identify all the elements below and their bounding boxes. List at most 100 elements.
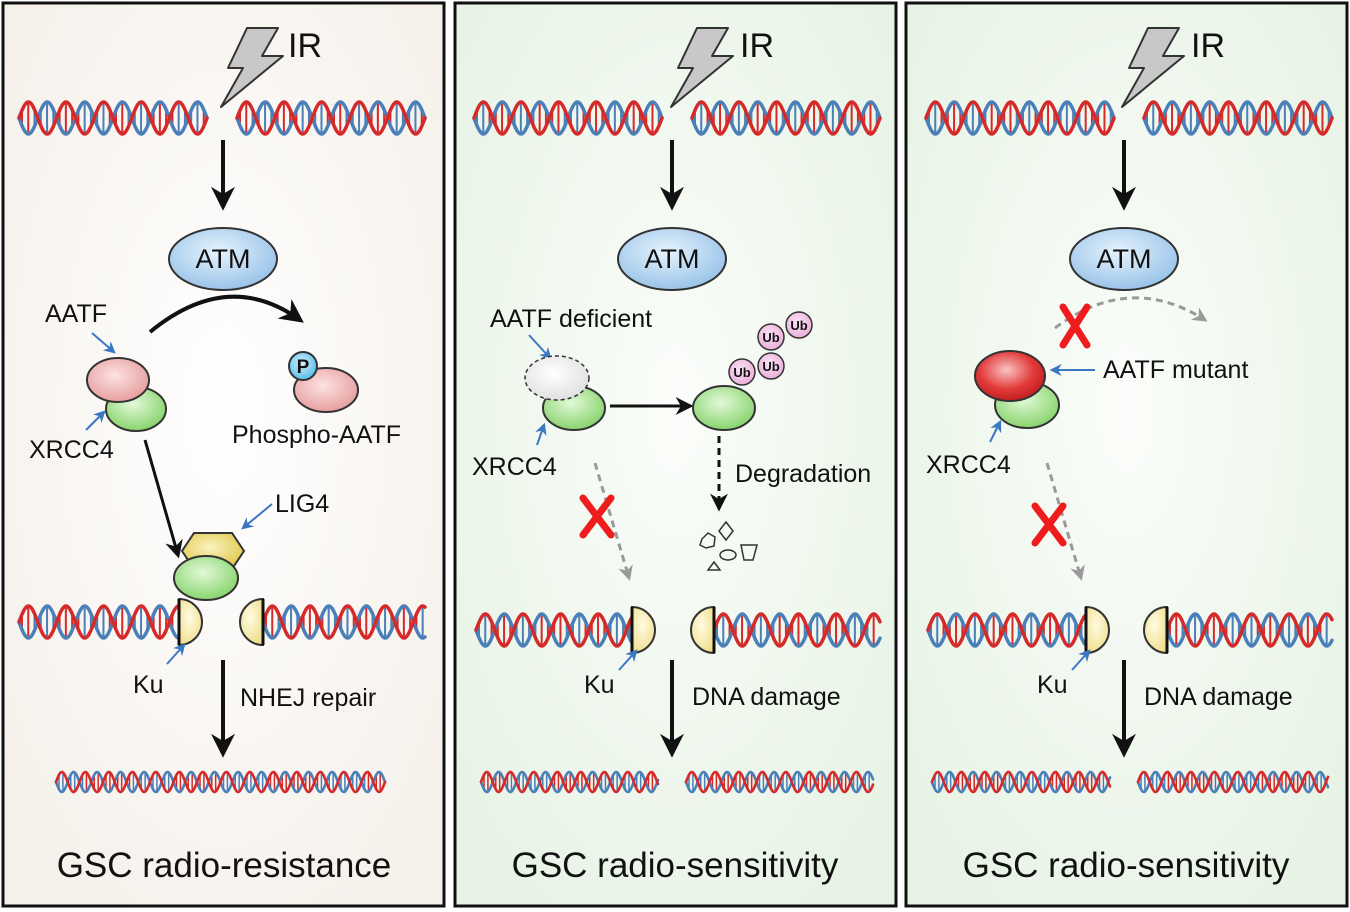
dna-broken-right [690,100,882,136]
dna-strand [472,100,664,136]
panel-aatf-mutant: IR ATM AATF mutant XRCC4 Ku DN [904,1,1349,908]
degradation-label: Degradation [735,460,871,488]
ubiquitin-3 [757,323,785,351]
atm-label: ATM [196,244,251,274]
dna-strand [1142,100,1334,136]
nhej-repair-label: NHEJ repair [240,684,376,712]
dna-strand [261,604,427,640]
dna-damaged-right [1136,770,1330,794]
dna-strand [17,604,185,640]
degraded-fragments [699,520,758,571]
xrcc4-pointer [535,422,547,446]
dna-strand [712,612,882,648]
dna-strand [690,100,882,136]
ku-pointer [618,649,638,671]
lig4-pointer [241,503,273,530]
lightning-bolt-icon [220,27,284,108]
ub-label: Ub [762,359,779,374]
dna-broken-left [472,100,664,136]
ubiquitin-2 [757,352,785,380]
dna-repair-left [17,604,185,640]
ku-protein-right [690,605,715,655]
dna-unrepaired-right [1165,612,1334,648]
panel-radio-resistance: IR ATM AATF P Phospho-AATF XRCC4 LIG4 Ku [1,1,446,908]
xrcc4-label: XRCC4 [29,436,114,464]
dna-damaged-left [930,770,1112,794]
ubiquitin-1 [728,358,756,386]
ir-label: IR [740,27,774,65]
blocked-path [593,462,633,581]
dna-damage-label: DNA damage [692,683,841,711]
dna-unrepaired-right [712,612,882,648]
phosphate-label: P [297,357,310,378]
dna-strand [54,770,387,794]
dna-damaged-left [479,770,660,794]
atm-label: ATM [1097,244,1152,274]
dna-strand [17,100,209,136]
atm-label: ATM [645,244,700,274]
panel-aatf-deficient: IR ATM AATF deficient XRCC4 Ub Ub Ub Ub … [453,1,898,908]
dna-strand [1165,612,1334,648]
dna-strand [1136,770,1330,794]
dna-strand [712,612,882,648]
dna-strand [1136,770,1330,794]
ub-label: Ub [733,365,750,380]
panel-title-radio-sensitivity: GSC radio-sensitivity [963,846,1290,885]
dna-broken-left [17,100,209,136]
atm-protein [617,227,727,291]
aatf-label: AATF [45,300,107,328]
ku-label: Ku [133,671,164,699]
dna-strand [930,770,1112,794]
dna-broken-right [235,100,427,136]
dna-broken-right [1142,100,1334,136]
aatf-mutant-protein [974,350,1046,402]
dna-repair-right [261,604,427,640]
aatf-mutant-label: AATF mutant [1103,356,1248,384]
x-mark-icon [1031,502,1067,547]
phosphate-group [288,351,318,381]
xrcc4-label: XRCC4 [472,453,557,481]
dna-unrepaired-left [926,612,1088,648]
x-mark-icon [579,494,615,539]
ku-label: Ku [584,671,615,699]
ku-protein-left [631,605,656,655]
panel-title-radio-sensitivity: GSC radio-sensitivity [512,846,839,885]
aatf-protein [86,357,150,403]
dna-repaired [54,770,387,794]
xrcc4-pointer [85,410,106,431]
dna-strand [926,612,1088,648]
phospho-aatf-label: Phospho-AATF [232,421,401,449]
dna-strand [261,604,427,640]
xrcc4-pointer [989,419,1002,443]
atm-protein [1069,227,1179,291]
xrcc4-label: XRCC4 [926,451,1011,479]
lightning-bolt-icon [1121,27,1185,108]
dna-strand [17,604,185,640]
aatf-pointer [528,334,552,360]
dna-strand [479,770,660,794]
aatf-missing [524,355,590,401]
aatf-pointer [91,332,116,354]
ub-label: Ub [762,330,779,345]
ku-protein-right [239,597,264,647]
dna-strand [474,612,634,648]
dna-strand [684,770,875,794]
dna-strand [235,100,427,136]
ubiquitin-4 [785,311,813,339]
blocked-path [1045,462,1085,581]
lightning-bolt-icon [670,27,734,108]
dna-strand [479,770,660,794]
ku-protein-right [1143,605,1168,655]
aatf-deficient-label: AATF deficient [490,305,652,333]
lig4-label: LIG4 [275,490,329,518]
ub-label: Ub [790,318,807,333]
dna-damage-label: DNA damage [1144,683,1293,711]
ku-label: Ku [1037,671,1068,699]
dna-strand [474,612,634,648]
ku-pointer [1071,649,1091,671]
xrcc4-bound [173,555,239,601]
dna-strand [930,770,1112,794]
dna-unrepaired-left [474,612,634,648]
ir-label: IR [288,27,322,65]
